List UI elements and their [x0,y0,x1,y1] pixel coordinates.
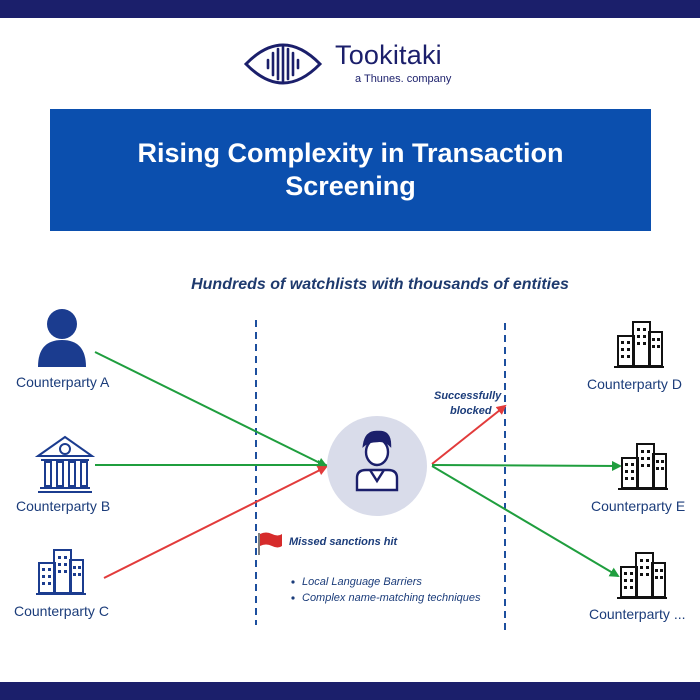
bullet-dot [291,596,295,600]
building-icon-c [36,549,86,595]
analyst-icon [355,430,399,492]
red-flag-icon [258,532,282,555]
tookitaki-eye-icon [243,43,323,85]
top-band [0,0,700,18]
arrow-screener-to-f [431,465,620,578]
counterparty-f-label: Counterparty ... [589,606,686,622]
bullet-dot [291,580,295,584]
page-title: Rising Complexity in Transaction Screeni… [137,138,564,201]
title-banner: Rising Complexity in Transaction Screeni… [50,109,651,231]
building-icon-f [617,552,667,599]
brand-name: Tookitaki [335,40,442,70]
reason-item: Local Language Barriers [302,576,422,588]
missed-sanctions-note: Missed sanctions hit [289,536,398,548]
arrow-screener-to-d [431,404,507,465]
brand-tagline: a Thunes. company [355,73,452,85]
blocked-note-line1: Successfully [434,390,502,402]
reason-item: Complex name-matching techniques [302,592,481,604]
counterparty-e-label: Counterparty E [591,498,686,514]
arrow-screener-to-e [431,460,622,471]
arrow-c-to-screener [103,466,328,579]
bank-icon [34,435,96,493]
person-icon [38,309,86,367]
bottom-band [0,682,700,700]
blocked-note-line2: blocked [450,405,492,417]
building-icon-d [614,321,664,368]
arrow-a-to-screener [94,351,328,467]
counterparty-a-label: Counterparty A [16,374,110,390]
reasons-list: Local Language Barriers Complex name-mat… [287,574,481,606]
building-icon-e [618,443,668,490]
counterparty-b-label: Counterparty B [16,498,111,514]
counterparty-c-label: Counterparty C [14,603,109,619]
counterparty-d-label: Counterparty D [587,376,682,392]
diagram-subtitle: Hundreds of watchlists with thousands of… [191,276,569,293]
brand-logo: Tookitaki a Thunes. company [243,36,483,92]
